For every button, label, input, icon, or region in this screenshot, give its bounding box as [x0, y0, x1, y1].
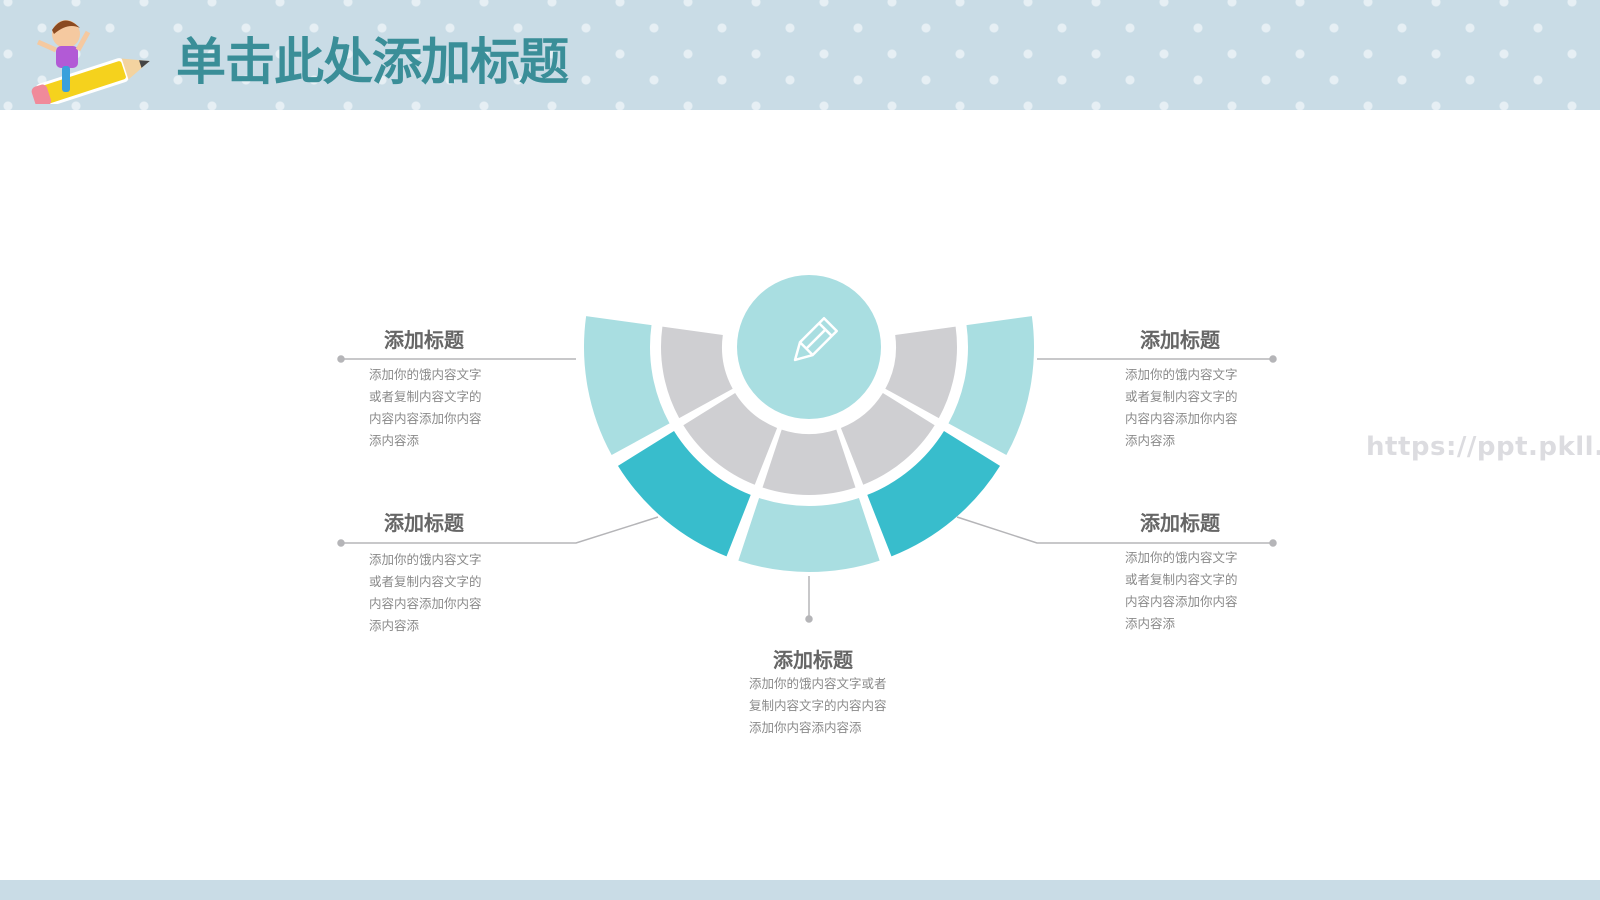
- item-body: 添加你的饿内容文字或者复制内容文字的内容内容添加你内容添内容添: [1125, 550, 1238, 631]
- item-title: 添加标题: [773, 648, 853, 672]
- outer-segment: [867, 431, 1001, 557]
- item-body: 添加你的饿内容文字或者复制内容文字的内容内容添加你内容添内容添: [749, 676, 887, 735]
- item-body: 添加你的饿内容文字或者复制内容文字的内容内容添加你内容添内容添: [369, 367, 482, 448]
- inner-segment: [762, 429, 856, 496]
- footer-band: [0, 880, 1600, 900]
- inner-segment: [661, 326, 733, 419]
- outer-segment: [617, 431, 751, 557]
- inner-segment: [683, 392, 778, 485]
- kid-on-pencil-illustration: [31, 20, 150, 104]
- outer-segment: [948, 316, 1034, 456]
- item-title: 添加标题: [384, 511, 464, 535]
- page-title[interactable]: 单击此处添加标题: [176, 33, 569, 91]
- item-title: 添加标题: [1140, 328, 1220, 352]
- pencil-icon: [793, 317, 838, 362]
- inner-segment: [840, 392, 935, 485]
- item-title: 添加标题: [1140, 511, 1220, 535]
- header-banner: [0, 0, 1600, 110]
- inner-segment: [885, 326, 957, 419]
- outer-segment: [738, 497, 880, 572]
- connector-lines: [337, 355, 1277, 623]
- watermark: https://ppt.pkll.de: [1366, 432, 1600, 462]
- outer-segment: [584, 316, 670, 456]
- item-body: 添加你的饿内容文字或者复制内容文字的内容内容添加你内容添内容添: [369, 552, 482, 633]
- item-title: 添加标题: [384, 328, 464, 352]
- item-body: 添加你的饿内容文字或者复制内容文字的内容内容添加你内容添内容添: [1125, 367, 1238, 448]
